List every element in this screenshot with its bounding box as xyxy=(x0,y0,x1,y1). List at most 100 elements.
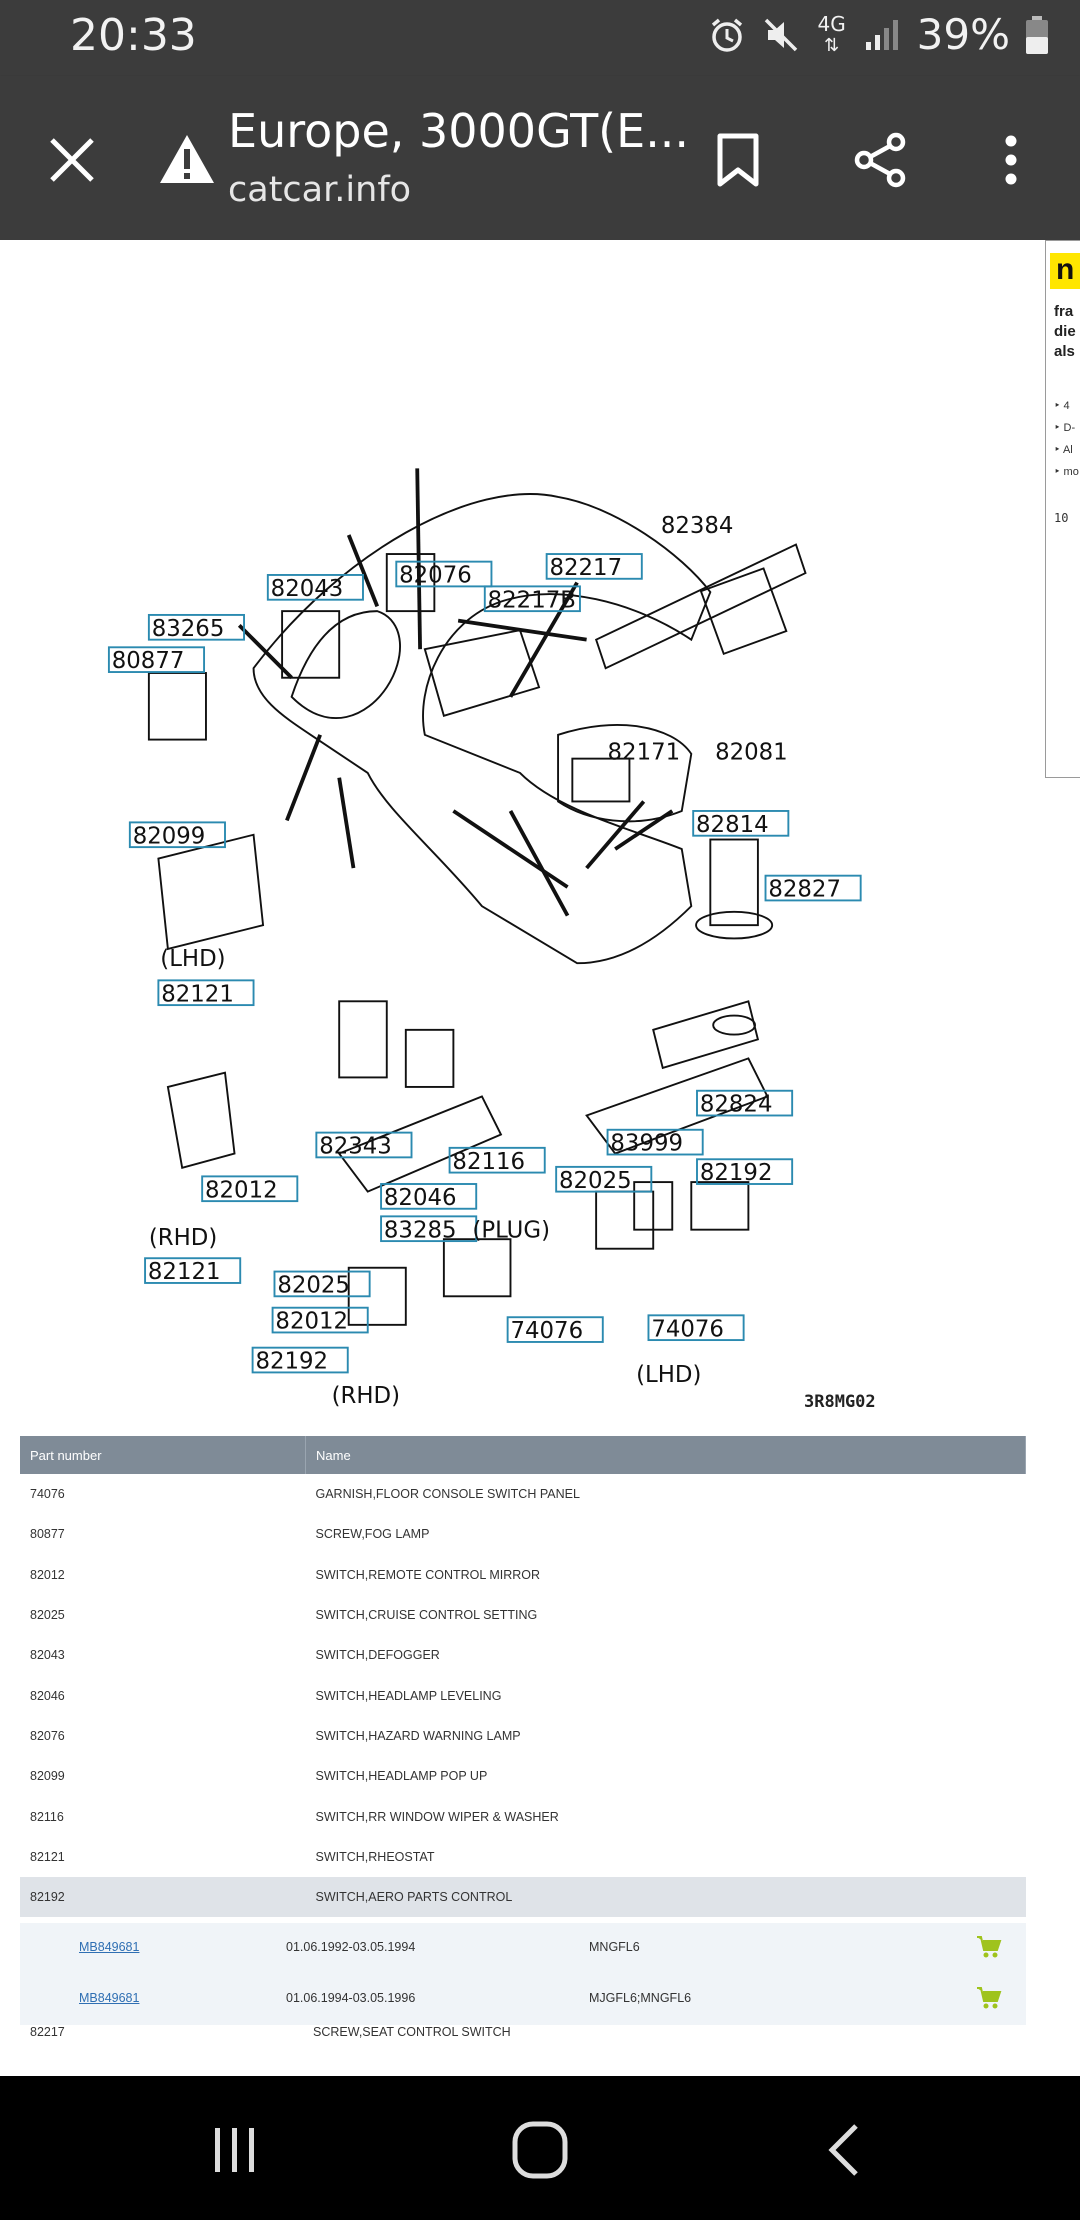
label-83999[interactable]: 83999 xyxy=(610,1131,683,1157)
ad-text: die xyxy=(1054,323,1076,340)
ad-bullet: ‣ D- xyxy=(1054,422,1076,434)
label-82343[interactable]: 82343 xyxy=(319,1134,392,1160)
home-button[interactable] xyxy=(505,2118,575,2182)
label-82171[interactable]: 82171 xyxy=(608,740,681,766)
ad-logo: n xyxy=(1050,253,1080,289)
label-82217b[interactable]: 82217B xyxy=(488,587,576,613)
recent-apps-button[interactable] xyxy=(205,2120,265,2180)
label-83265[interactable]: 83265 xyxy=(152,616,225,642)
label-82824[interactable]: 82824 xyxy=(700,1092,773,1118)
label-82025-rhd[interactable]: 82025 xyxy=(277,1272,350,1298)
status-bar: 20:33 4G⇅ 39% xyxy=(0,0,1080,76)
status-time: 20:33 xyxy=(70,10,197,61)
variant-row[interactable]: MB849681 01.06.1992-03.05.1994 MNGFL6 xyxy=(20,1923,1026,1974)
variant-row[interactable]: MB849681 01.06.1994-03.05.1996 MJGFL6;MN… xyxy=(20,1974,1026,2025)
bookmark-button[interactable] xyxy=(706,128,770,192)
alarm-icon xyxy=(707,15,747,55)
browser-toolbar: Europe, 3000GT(E... catcar.info xyxy=(0,76,1080,240)
label-82384[interactable]: 82384 xyxy=(661,513,734,539)
label-82192-rhd[interactable]: 82192 xyxy=(255,1349,328,1375)
label-82217[interactable]: 82217 xyxy=(550,555,623,581)
column-header-part-number[interactable]: Part number xyxy=(20,1436,306,1474)
ad-bullet: ‣ Al xyxy=(1054,444,1073,456)
variant-dates: 01.06.1994-03.05.1996 xyxy=(286,1991,416,2005)
more-icon xyxy=(1005,135,1017,185)
label-80877[interactable]: 80877 xyxy=(112,648,185,674)
more-options-button[interactable] xyxy=(986,128,1036,192)
part-number-link[interactable]: MB849681 xyxy=(79,1991,140,2005)
battery-icon xyxy=(1024,15,1050,55)
label-82012[interactable]: 82012 xyxy=(205,1177,278,1203)
label-83285[interactable]: 83285 xyxy=(384,1217,457,1243)
cart-icon xyxy=(977,1987,1002,2009)
status-icons: 4G⇅ 39% xyxy=(707,10,1050,59)
label-82081[interactable]: 82081 xyxy=(715,740,788,766)
page-content[interactable]: 82043 82076 82217 82384 82217B 83265 808… xyxy=(0,240,1080,2076)
label-82012-rhd[interactable]: 82012 xyxy=(275,1309,348,1335)
ad-text: als xyxy=(1054,343,1075,360)
home-icon xyxy=(512,2121,568,2179)
back-button[interactable] xyxy=(816,2120,876,2180)
variant-models: MNGFL6 xyxy=(589,1940,640,1954)
label-lhd: (LHD) xyxy=(160,946,225,972)
variant-list: MB849681 01.06.1992-03.05.1994 MNGFL6 MB… xyxy=(20,1923,1026,2025)
label-82121-rhd[interactable]: 82121 xyxy=(148,1259,221,1285)
share-icon xyxy=(854,132,906,188)
cart-icon xyxy=(977,1936,1002,1958)
label-82814[interactable]: 82814 xyxy=(696,812,769,838)
bookmark-icon xyxy=(717,133,759,187)
column-header-name[interactable]: Name xyxy=(305,1436,1026,1474)
label-82121[interactable]: 82121 xyxy=(161,981,234,1007)
battery-percent: 39% xyxy=(916,10,1010,59)
ad-bullet: ‣ mo xyxy=(1054,466,1079,478)
close-icon xyxy=(50,138,94,182)
label-82192[interactable]: 82192 xyxy=(700,1160,773,1186)
signal-icon xyxy=(863,15,903,55)
label-82025[interactable]: 82025 xyxy=(559,1168,632,1194)
label-74076-lhd[interactable]: 74076 xyxy=(651,1316,724,1342)
parts-diagram[interactable]: 82043 82076 82217 82384 82217B 83265 808… xyxy=(0,240,1040,1420)
page-title[interactable]: Europe, 3000GT(E... xyxy=(228,104,690,158)
label-74076-rhd[interactable]: 74076 xyxy=(510,1318,583,1344)
label-lhd-console: (LHD) xyxy=(636,1362,701,1388)
ad-bullet: ‣ 4 xyxy=(1054,400,1070,412)
page-url[interactable]: catcar.info xyxy=(228,170,412,210)
label-74076-rhd-box xyxy=(506,1316,604,1343)
security-warning-button[interactable] xyxy=(152,124,222,194)
label-82827[interactable]: 82827 xyxy=(768,877,841,903)
variant-dates: 01.06.1992-03.05.1994 xyxy=(286,1940,416,1954)
label-plug: (PLUG) xyxy=(472,1217,550,1243)
share-button[interactable] xyxy=(848,128,912,192)
label-82076[interactable]: 82076 xyxy=(399,563,472,589)
label-82116[interactable]: 82116 xyxy=(452,1149,525,1175)
network-type: 4G⇅ xyxy=(817,11,846,56)
label-82192-rhd-box xyxy=(251,1346,349,1374)
mute-icon xyxy=(761,15,801,55)
variant-models: MJGFL6;MNGFL6 xyxy=(589,1991,692,2005)
part-number-link[interactable]: MB849681 xyxy=(79,1940,140,1954)
recent-apps-icon xyxy=(215,2128,254,2172)
add-to-cart-button[interactable] xyxy=(976,1935,1002,1962)
close-button[interactable] xyxy=(40,128,104,192)
add-to-cart-button[interactable] xyxy=(976,1986,1002,2013)
label-82099[interactable]: 82099 xyxy=(133,823,206,849)
label-82046[interactable]: 82046 xyxy=(384,1185,457,1211)
label-rhd: (RHD) xyxy=(149,1225,217,1251)
diagram-code: 3R8MG02 xyxy=(804,1392,876,1412)
label-82043[interactable]: 82043 xyxy=(271,576,344,602)
label-rhd-console: (RHD) xyxy=(332,1383,400,1409)
ad-text: fra xyxy=(1054,303,1074,320)
